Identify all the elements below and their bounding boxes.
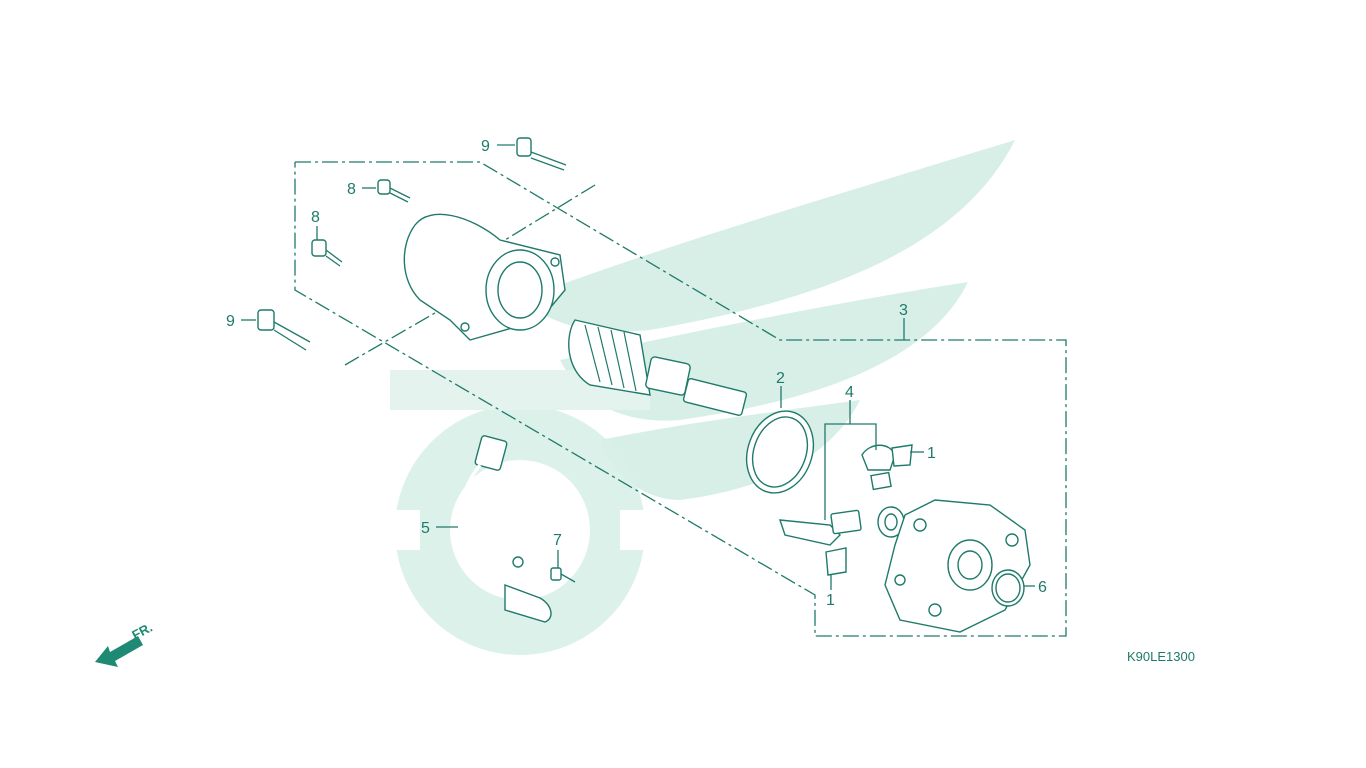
bolt-9-lower <box>257 309 311 351</box>
bolt-8-lower <box>311 239 343 267</box>
bolt-8-upper <box>377 179 411 203</box>
screw-7 <box>550 567 576 583</box>
drawing-code: K90LE1300 <box>1127 649 1195 664</box>
callout-9-lower: 9 <box>226 313 235 330</box>
callout-7: 7 <box>553 532 562 549</box>
callout-8-lower: 8 <box>311 209 320 226</box>
front-arrow-icon: FR. <box>95 620 155 667</box>
seal <box>877 506 905 538</box>
callout-1-lower: 1 <box>826 592 835 609</box>
callout-9-upper: 9 <box>481 138 490 155</box>
motor-housing <box>403 213 566 341</box>
brand-watermark <box>380 140 1015 655</box>
bolt-9-upper <box>516 137 567 171</box>
brush-set-4 <box>778 444 913 576</box>
o-ring-6 <box>991 569 1025 607</box>
callout-1-upper: 1 <box>927 445 936 462</box>
callout-3: 3 <box>899 302 908 319</box>
assembly-outline <box>294 161 1067 637</box>
callout-5: 5 <box>421 520 430 537</box>
callout-4: 4 <box>845 384 854 401</box>
armature <box>568 319 748 416</box>
cable-5 <box>459 435 552 623</box>
leader-lines <box>241 144 1035 590</box>
rear-cover <box>884 499 1031 633</box>
callout-8-upper: 8 <box>347 181 356 198</box>
callout-6: 6 <box>1038 579 1047 596</box>
callout-2: 2 <box>776 370 785 387</box>
o-ring-2 <box>745 410 815 494</box>
